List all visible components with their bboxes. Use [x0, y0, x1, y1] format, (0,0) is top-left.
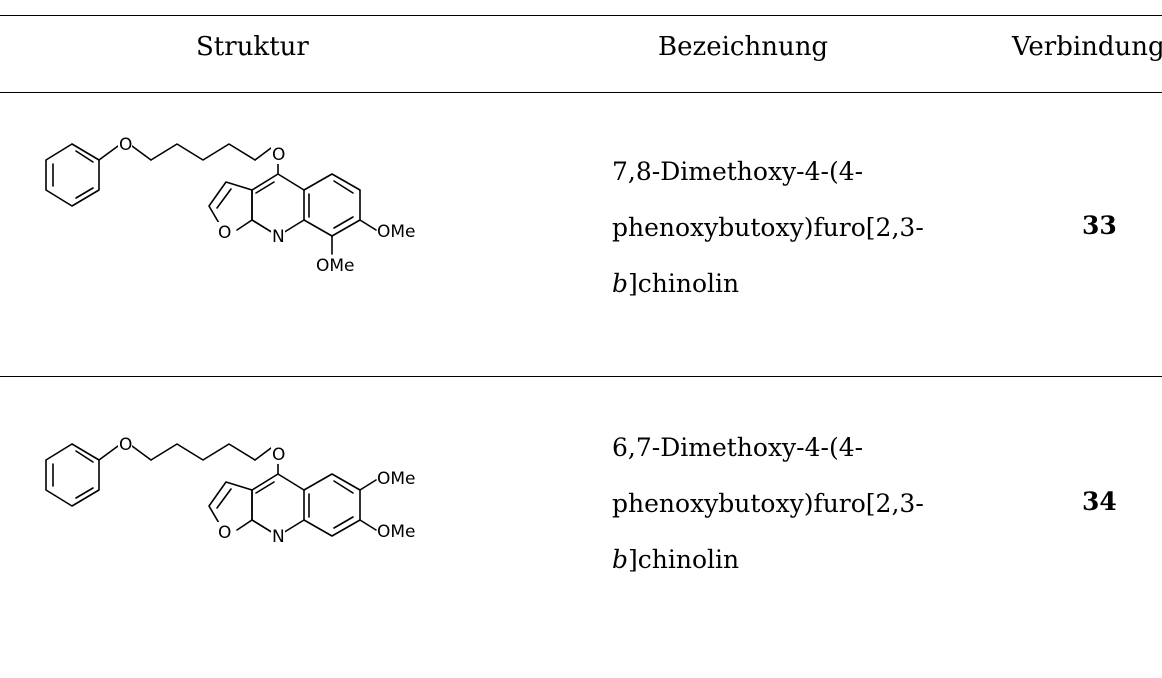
header-name: Bezeichnung	[658, 32, 829, 62]
compound-name-rest: ]chinolin	[628, 545, 740, 574]
compound-name-line: phenoxybutoxy)furo[2,3-	[612, 213, 924, 242]
atom-ether-o2: O	[272, 445, 285, 465]
compound-name-line: b]chinolin	[612, 532, 924, 588]
header-structure: Struktur	[196, 32, 309, 62]
atom-furan-o: O	[218, 223, 231, 243]
atom-ome-a: OMe	[377, 222, 416, 242]
compound-number-34: 34	[1082, 487, 1117, 516]
atom-ether-o2: O	[272, 145, 285, 165]
atom-ome-b: OMe	[377, 522, 416, 542]
atom-furan-o: O	[218, 523, 231, 543]
compound-name-line: 7,8-Dimethoxy-4-(4-	[612, 157, 864, 186]
header-compound: Verbindung	[1012, 32, 1162, 62]
compound-name-rest: ]chinolin	[628, 269, 740, 298]
atom-ome-a: OMe	[377, 469, 416, 489]
structure-diagram-33: O O N O OMe OMe	[45, 134, 416, 276]
compound-name-italic: b	[612, 269, 629, 298]
atom-ring-n: N	[272, 527, 285, 547]
compound-name-italic: b	[612, 545, 629, 574]
compound-name-34: 6,7-Dimethoxy-4-(4- phenoxybutoxy)furo[2…	[612, 420, 924, 588]
atom-ether-o: O	[119, 435, 132, 455]
compound-name-33: 7,8-Dimethoxy-4-(4- phenoxybutoxy)furo[2…	[612, 144, 924, 312]
row-divider	[0, 376, 1162, 377]
compound-name-line: b]chinolin	[612, 256, 924, 312]
compound-name-line: 6,7-Dimethoxy-4-(4-	[612, 433, 864, 462]
compound-number-33: 33	[1082, 211, 1117, 240]
top-rule	[0, 15, 1162, 16]
atom-ome-b: OMe	[316, 256, 355, 276]
structure-diagram-34: O O N O OMe OMe	[45, 434, 416, 547]
atom-ether-o: O	[119, 135, 132, 155]
header-rule	[0, 92, 1162, 93]
atom-ring-n: N	[272, 227, 285, 247]
compound-name-line: phenoxybutoxy)furo[2,3-	[612, 489, 924, 518]
